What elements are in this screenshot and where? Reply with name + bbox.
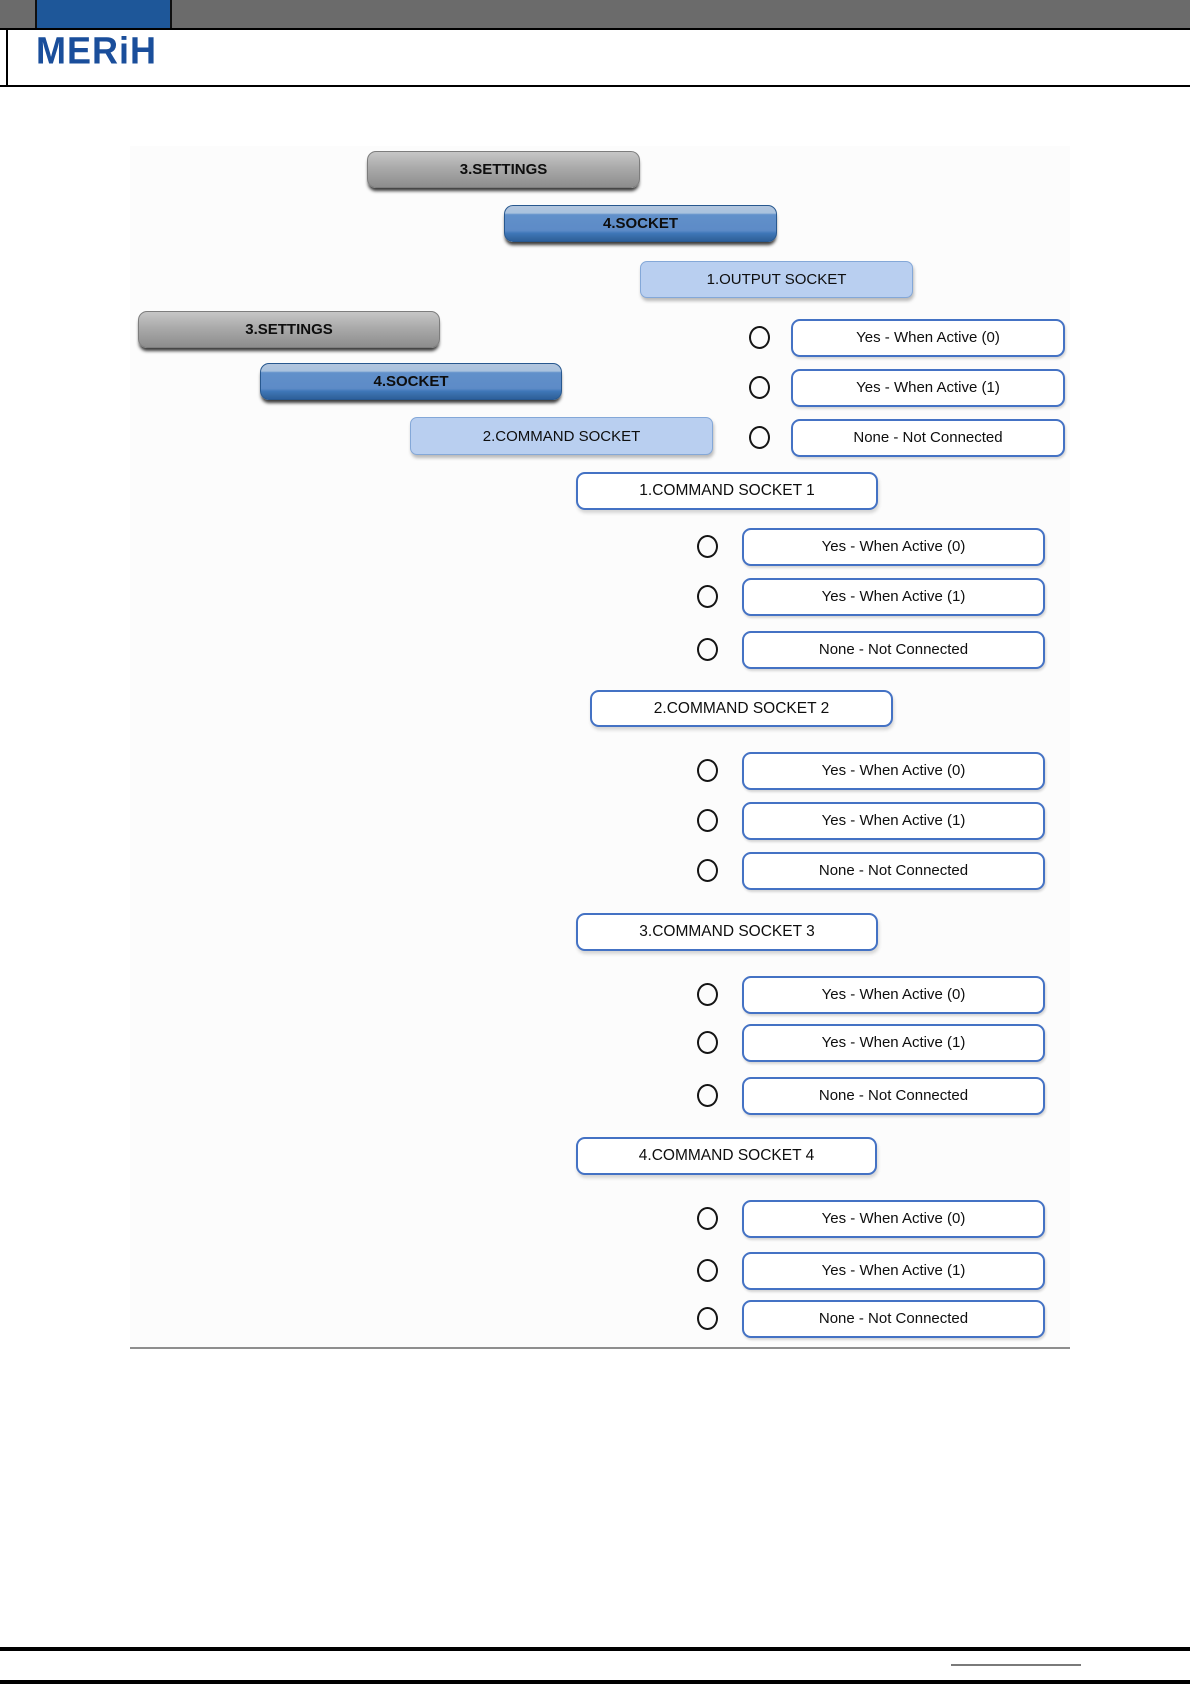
header-left-border	[6, 30, 8, 85]
radio-cs4-yes-active-0	[697, 1207, 718, 1230]
option-yes-when-active-1: Yes - When Active (1)	[742, 801, 1045, 840]
option-yes-when-active-0: Yes - When Active (0)	[742, 1199, 1045, 1238]
command-socket-3-header: 3.COMMAND SOCKET 3	[576, 913, 878, 951]
radio-cs4-none	[697, 1307, 718, 1330]
option-none-not-connected: None - Not Connected	[742, 630, 1045, 669]
radio-cs2-none	[697, 859, 718, 882]
cs1-option-row: Yes - When Active (1)	[697, 577, 1045, 616]
footer-rule-thick	[0, 1647, 1190, 1651]
radio-cs1-none	[697, 638, 718, 661]
option-yes-when-active-0: Yes - When Active (0)	[742, 751, 1045, 790]
cs1-option-row: Yes - When Active (0)	[697, 527, 1045, 566]
option-yes-when-active-0: Yes - When Active (0)	[791, 318, 1065, 357]
header-divider-bottom	[0, 85, 1190, 87]
cs3-option-row: Yes - When Active (1)	[697, 1023, 1045, 1062]
radio-cs3-yes-active-0	[697, 983, 718, 1006]
option-none-not-connected: None - Not Connected	[742, 1299, 1045, 1338]
radio-cs1-yes-active-1	[697, 585, 718, 608]
option-none-not-connected: None - Not Connected	[791, 418, 1065, 457]
option-yes-when-active-1: Yes - When Active (1)	[791, 368, 1065, 407]
radio-cs1-yes-active-0	[697, 535, 718, 558]
merih-logo: MERiH	[36, 28, 157, 72]
radio-cs3-yes-active-1	[697, 1031, 718, 1054]
radio-cs4-yes-active-1	[697, 1259, 718, 1282]
cs2-option-row: Yes - When Active (1)	[697, 801, 1045, 840]
header-divider-top	[0, 28, 1190, 30]
option-none-not-connected: None - Not Connected	[742, 1076, 1045, 1115]
output-option-row: None - Not Connected	[749, 418, 1065, 457]
command-socket-button: 2.COMMAND SOCKET	[410, 417, 713, 455]
radio-cs2-yes-active-0	[697, 759, 718, 782]
option-yes-when-active-1: Yes - When Active (1)	[742, 1251, 1045, 1290]
cs1-option-row: None - Not Connected	[697, 630, 1045, 669]
option-yes-when-active-1: Yes - When Active (1)	[742, 577, 1045, 616]
option-yes-when-active-0: Yes - When Active (0)	[742, 975, 1045, 1014]
radio-cs2-yes-active-1	[697, 809, 718, 832]
output-option-row: Yes - When Active (0)	[749, 318, 1065, 357]
cs4-option-row: Yes - When Active (0)	[697, 1199, 1045, 1238]
cs3-option-row: None - Not Connected	[697, 1076, 1045, 1115]
socket-menu-button-left: 4.SOCKET	[260, 363, 562, 400]
option-yes-when-active-0: Yes - When Active (0)	[742, 527, 1045, 566]
cs4-option-row: Yes - When Active (1)	[697, 1251, 1045, 1290]
command-socket-4-header: 4.COMMAND SOCKET 4	[576, 1137, 877, 1175]
output-socket-button: 1.OUTPUT SOCKET	[640, 261, 913, 298]
top-bar	[0, 0, 1190, 28]
footer-rule-small	[951, 1664, 1081, 1666]
page-bottom-border	[0, 1680, 1190, 1684]
settings-menu-button-left: 3.SETTINGS	[138, 311, 440, 348]
output-option-row: Yes - When Active (1)	[749, 368, 1065, 407]
cs2-option-row: Yes - When Active (0)	[697, 751, 1045, 790]
cs2-option-row: None - Not Connected	[697, 851, 1045, 890]
radio-output-yes-active-1	[749, 376, 770, 399]
option-none-not-connected: None - Not Connected	[742, 851, 1045, 890]
command-socket-1-header: 1.COMMAND SOCKET 1	[576, 472, 878, 510]
command-socket-2-header: 2.COMMAND SOCKET 2	[590, 690, 893, 727]
radio-cs3-none	[697, 1084, 718, 1107]
radio-output-none	[749, 426, 770, 449]
socket-menu-button-top: 4.SOCKET	[504, 205, 777, 242]
top-bar-blue-segment	[35, 0, 172, 28]
cs4-option-row: None - Not Connected	[697, 1299, 1045, 1338]
settings-menu-button-top: 3.SETTINGS	[367, 151, 640, 188]
radio-output-yes-active-0	[749, 326, 770, 349]
cs3-option-row: Yes - When Active (0)	[697, 975, 1045, 1014]
option-yes-when-active-1: Yes - When Active (1)	[742, 1023, 1045, 1062]
